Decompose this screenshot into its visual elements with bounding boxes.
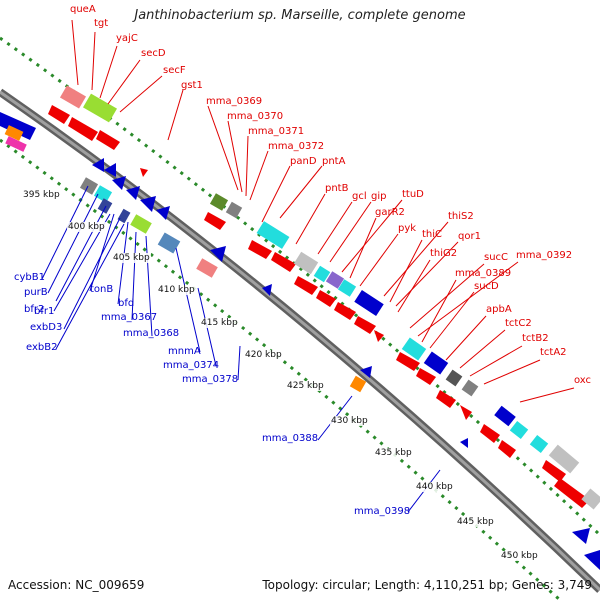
kbp-tick-label: 450 kbp — [500, 551, 539, 561]
gene-label-reverse: exbD3 — [30, 322, 63, 333]
genome-summary-text: Topology: circular; Length: 4,110,251 bp… — [262, 578, 592, 592]
gene-label-forward: garR2 — [375, 207, 405, 218]
kbp-tick-label: 425 kbp — [286, 381, 325, 391]
inner-tick-ring — [0, 138, 562, 600]
gene-label-forward: sucD — [474, 281, 499, 292]
gene-label-forward: sucC — [484, 252, 509, 263]
gene-label-reverse: mma_0388 — [262, 433, 319, 444]
gene-label-forward: secD — [141, 48, 166, 59]
kbp-tick-label: 420 kbp — [244, 350, 283, 360]
kbp-tick-label: 395 kbp — [22, 190, 61, 200]
gene-label-reverse: mma_0367 — [101, 312, 158, 323]
outer-tick-ring — [0, 36, 600, 537]
gene-label-reverse: bfr1 — [34, 306, 55, 317]
gene-label-forward: tctC2 — [505, 318, 532, 329]
gene-label-forward: gip — [371, 191, 387, 202]
kbp-tick-label: 415 kbp — [200, 318, 239, 328]
kbp-tick-label: 400 kbp — [67, 222, 106, 232]
gene-label-reverse: bfd — [118, 298, 135, 309]
gene-label-forward: mma_0372 — [268, 141, 325, 152]
gene-label-forward: gcl — [352, 191, 367, 202]
accession-text: Accession: NC_009659 — [8, 578, 145, 592]
gene-label-forward: mma_0389 — [455, 268, 512, 279]
gene-label-reverse: mnmA — [168, 346, 201, 357]
gene-label-reverse: mma_0368 — [123, 328, 180, 339]
gene-label-forward: mma_0370 — [227, 111, 284, 122]
gene-label-forward: pyk — [398, 223, 417, 234]
reverse-leader-lines — [41, 185, 441, 513]
gene-label-reverse: tonB — [90, 284, 114, 295]
gene-label-reverse: purB — [24, 287, 48, 298]
kbp-tick-label: 405 kbp — [112, 253, 151, 263]
gene-label-forward: queA — [70, 4, 96, 15]
gene-label-forward: mma_0371 — [248, 126, 305, 137]
gene-label-forward: mma_0392 — [516, 250, 573, 261]
gene-label-reverse: exbB2 — [26, 342, 58, 353]
reverse-strand-features — [0, 112, 600, 570]
gene-label-reverse: bfr2 — [24, 304, 45, 315]
gene-label-forward: tctA2 — [540, 347, 567, 358]
gene-label-forward: tgt — [94, 18, 109, 29]
gene-label-forward: oxc — [574, 375, 592, 386]
kbp-tick-label: 430 kbp — [330, 416, 369, 426]
gene-label-forward: pntB — [325, 183, 349, 194]
kbp-tick-label: 410 kbp — [157, 285, 196, 295]
gene-label-forward: pntA — [322, 156, 346, 167]
kbp-tick-label: 445 kbp — [456, 517, 495, 527]
gene-label-forward: apbA — [486, 304, 512, 315]
gene-label-forward: thiS2 — [448, 211, 474, 222]
kbp-tick-label: 435 kbp — [374, 448, 413, 458]
forward-leader-lines — [71, 19, 575, 403]
gene-label-reverse: mma_0378 — [182, 374, 239, 385]
gene-label-forward: mma_0369 — [206, 96, 263, 107]
kbp-tick-label: 440 kbp — [415, 482, 454, 492]
gene-label-forward: panD — [290, 156, 317, 167]
forward-strand-features — [48, 85, 600, 510]
gene-label-reverse: mma_0374 — [163, 360, 220, 371]
gene-label-forward: yajC — [116, 33, 138, 44]
gene-label-forward: tctB2 — [522, 333, 549, 344]
genome-title: Janthinobacterium sp. Marseille, complet… — [134, 8, 466, 23]
gene-label-reverse: mma_0398 — [354, 506, 411, 517]
gene-label-forward: thiG2 — [430, 248, 458, 259]
gene-label-forward: gst1 — [181, 80, 203, 91]
gene-label-forward: thiC — [422, 229, 443, 240]
gene-label-forward: ttuD — [402, 189, 424, 200]
gene-label-forward: secF — [163, 65, 186, 76]
gene-label-forward: qor1 — [458, 231, 481, 242]
gene-label-reverse: cybB1 — [14, 272, 45, 283]
